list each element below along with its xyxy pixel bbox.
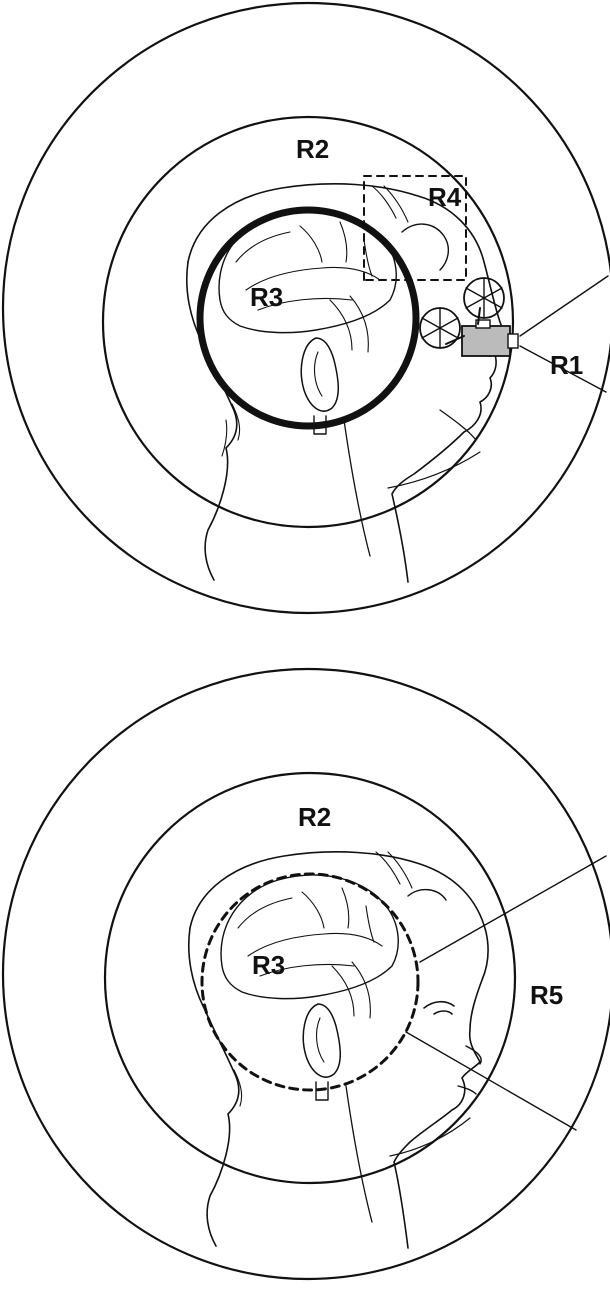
outer-ring-bottom [3, 669, 610, 1279]
label-r5: R5 [530, 980, 563, 1010]
label-r1: R1 [550, 350, 583, 380]
figure-top: R1 R2 R3 R4 [3, 3, 610, 613]
label-r3-bottom: R3 [252, 950, 285, 980]
label-r2-top: R2 [296, 134, 329, 164]
brain-drawing-bottom [221, 875, 398, 1100]
figure-bottom: R2 R3 R5 [3, 669, 610, 1279]
label-r4: R4 [428, 182, 462, 212]
label-r2-bottom: R2 [298, 802, 331, 832]
outer-ring-top [3, 3, 610, 613]
region-r3-circle-bottom [202, 874, 418, 1090]
label-r3-top: R3 [250, 282, 283, 312]
brain-drawing-top [219, 209, 396, 434]
view-line-bottom [406, 856, 606, 1130]
region-r2-ring-bottom [105, 773, 515, 1183]
region-r3-circle-top [200, 210, 416, 426]
projector-device [420, 278, 518, 356]
